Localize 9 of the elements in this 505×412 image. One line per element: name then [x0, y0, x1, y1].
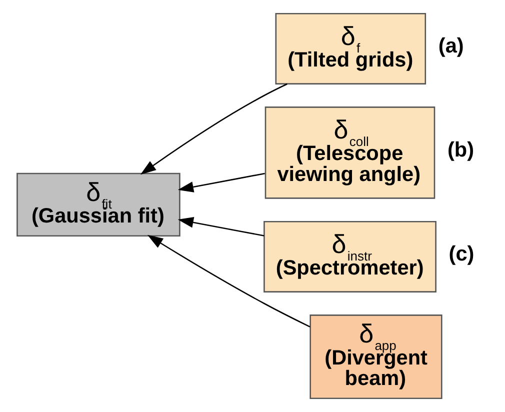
arrow: [140, 83, 288, 175]
node-label: (c): [448, 242, 474, 266]
node-box: δ$_{app}$ (Divergent beam): [310, 314, 442, 400]
node-label: (b): [448, 138, 474, 162]
arrow: [147, 234, 310, 328]
arrow: [178, 172, 265, 192]
node-label: (a): [438, 34, 464, 58]
node-box: δ$_{fit}$ (Gaussian fit): [16, 172, 180, 237]
arrow: [178, 217, 264, 236]
